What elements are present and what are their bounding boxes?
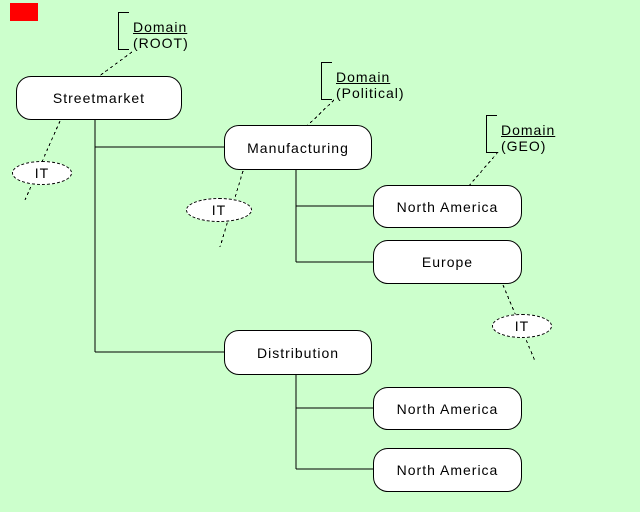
domain-text: Domain (Political) (336, 69, 405, 101)
annotation-it-2: IT (186, 198, 252, 222)
domain-text: Domain (ROOT) (133, 19, 189, 51)
node-label: North America (396, 198, 499, 215)
domain-label-political: Domain (Political) (321, 62, 405, 101)
annotation-it-1: IT (12, 161, 72, 185)
anchor-line (219, 170, 244, 248)
node-label: Europe (421, 254, 474, 270)
anchor-line (467, 151, 499, 188)
red-marker (10, 3, 38, 21)
domain-label-geo: Domain (GEO) (486, 115, 555, 154)
node-label: Distribution (256, 344, 340, 361)
annotation-label: IT (514, 318, 530, 334)
domain-name: Domain (133, 19, 188, 35)
node-label: North America (396, 400, 499, 417)
node-manufacturing: Manufacturing (224, 125, 372, 170)
bracket-icon (118, 12, 129, 50)
node-label: Streetmarket (52, 90, 146, 106)
domain-name: Domain (336, 69, 391, 85)
domain-text: Domain (GEO) (501, 122, 555, 154)
annotation-it-3: IT (492, 314, 552, 338)
domain-name: Domain (501, 122, 556, 138)
domain-qualifier: (GEO) (501, 138, 547, 154)
node-streetmarket: Streetmarket (16, 76, 182, 120)
node-north-america-3: North America (373, 448, 522, 492)
node-north-america-1: North America (373, 185, 522, 228)
bracket-icon (321, 62, 332, 100)
node-label: North America (396, 462, 499, 478)
anchor-line (502, 284, 536, 362)
node-europe: Europe (373, 240, 522, 284)
node-north-america-2: North America (373, 387, 522, 430)
node-distribution: Distribution (224, 330, 372, 375)
node-label: Manufacturing (247, 139, 349, 156)
domain-label-root: Domain (ROOT) (118, 12, 189, 51)
annotation-label: IT (34, 165, 50, 181)
domain-qualifier: (ROOT) (133, 35, 189, 51)
domain-qualifier: (Political) (336, 85, 405, 101)
anchor-line (305, 99, 335, 128)
anchor-line (97, 51, 133, 78)
annotation-label: IT (211, 202, 227, 218)
bracket-icon (486, 115, 497, 153)
